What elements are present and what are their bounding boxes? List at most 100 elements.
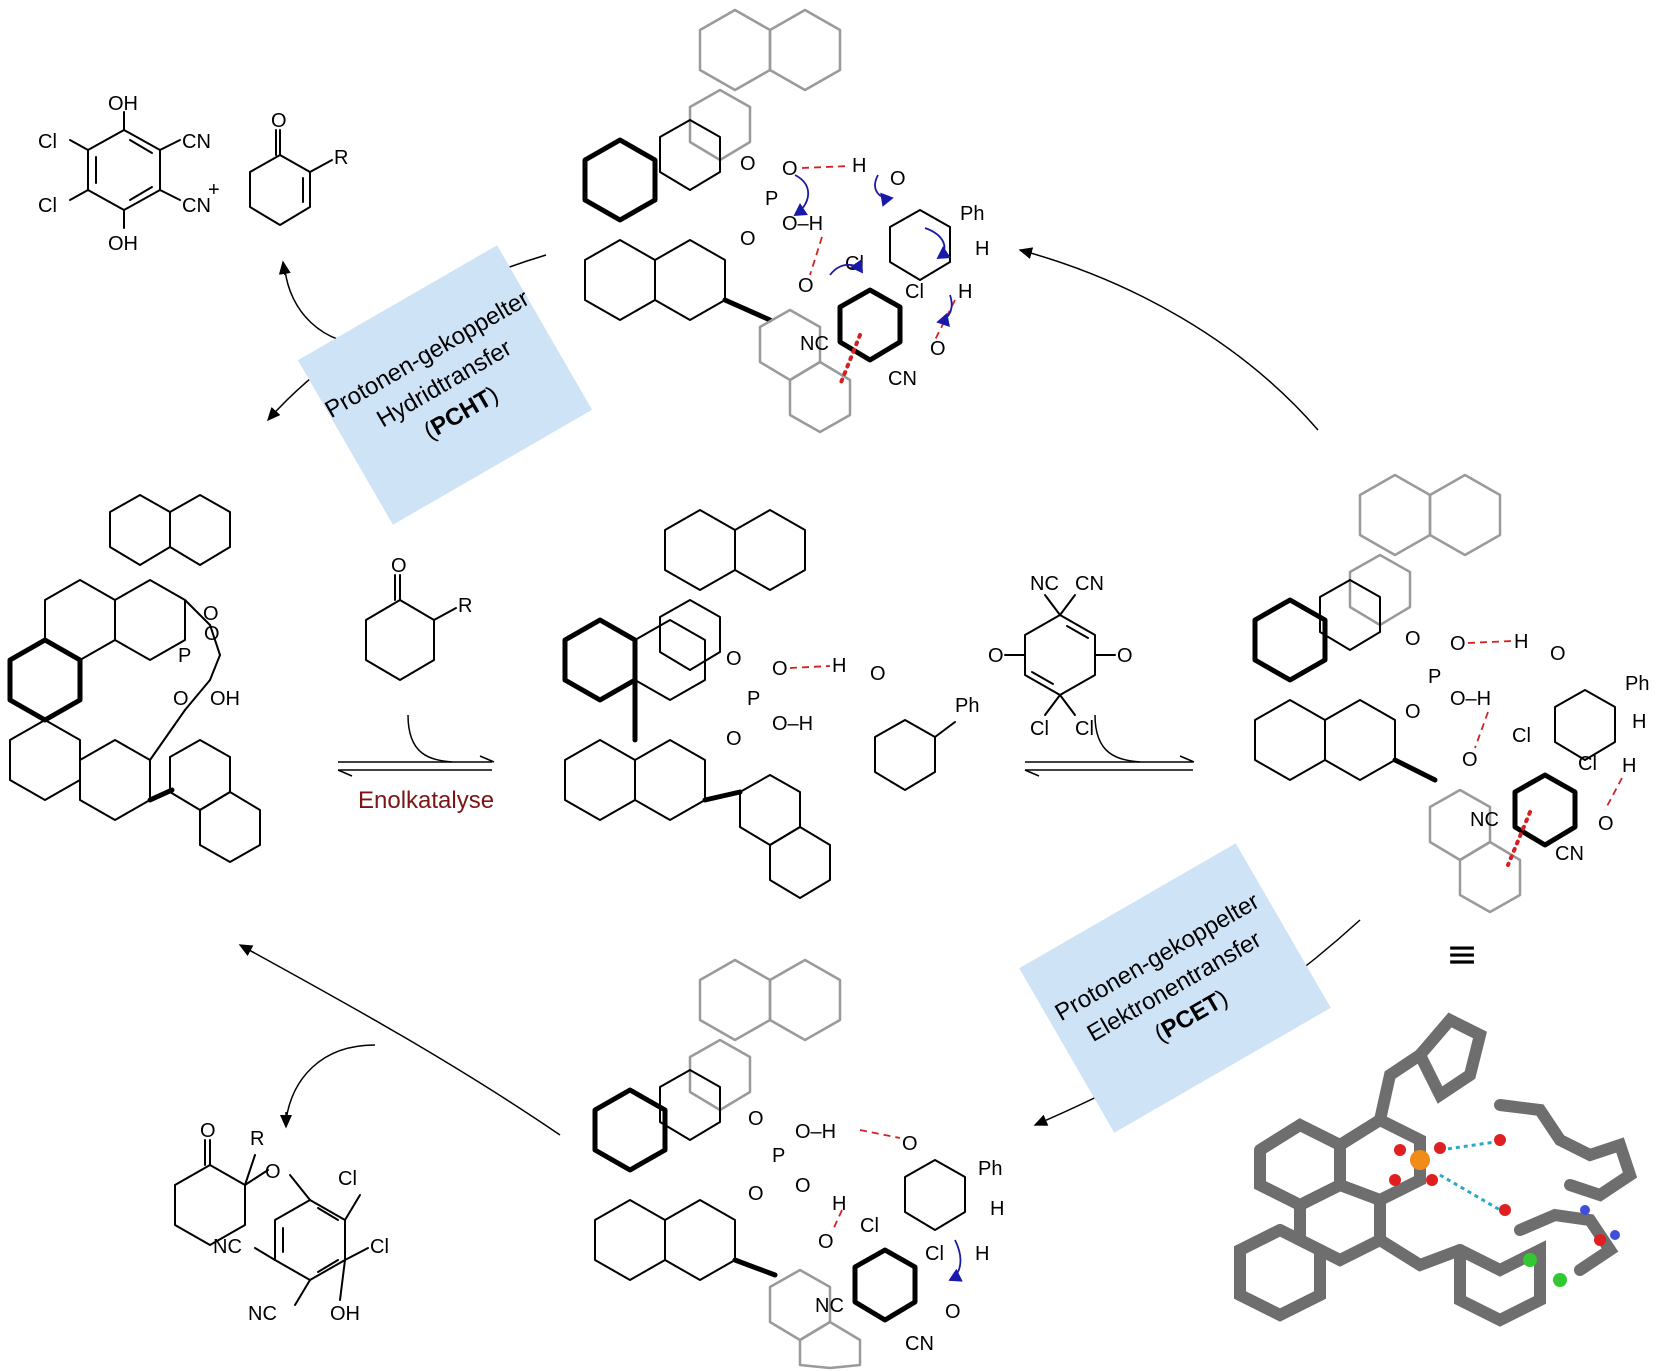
svg-text:O: O <box>200 1120 216 1142</box>
svg-text:O: O <box>203 603 219 625</box>
svg-text:H: H <box>1622 755 1636 777</box>
equilibrium-right <box>1024 714 1195 777</box>
enol-catalysis-label: Enolkatalyse <box>358 787 494 814</box>
svg-text:Cl: Cl <box>1030 718 1049 740</box>
svg-text:H: H <box>1514 631 1528 653</box>
svg-text:O: O <box>902 1133 918 1155</box>
equilibrium-left <box>337 714 495 777</box>
svg-text:P: P <box>772 1145 785 1167</box>
svg-text:CN: CN <box>182 195 211 217</box>
svg-text:Ph: Ph <box>960 203 984 225</box>
svg-text:O: O <box>1550 643 1566 665</box>
svg-text:O–H: O–H <box>795 1121 836 1143</box>
charge-transfer-complex: O O P O O–H H O Ph H H O Cl Cl NC CN O <box>1252 473 1649 914</box>
catalyst-enol-complex: O O P O O–H H O Ph <box>562 509 979 899</box>
svg-text:O: O <box>1405 701 1421 723</box>
svg-text:Cl: Cl <box>338 1168 357 1190</box>
pcht-label-box: Protonen-gekoppelter Hydridtransfer (PCH… <box>297 245 593 525</box>
svg-text:NC: NC <box>213 1236 242 1258</box>
svg-text:P: P <box>747 688 760 710</box>
svg-text:O: O <box>740 153 756 175</box>
svg-text:OH: OH <box>210 688 240 710</box>
svg-text:Cl: Cl <box>38 195 57 217</box>
pcht-transition-complex: O O P O O–H H O Ph H H O Cl Cl NC CN O <box>582 8 989 434</box>
svg-text:H: H <box>958 281 972 303</box>
svg-text:CN: CN <box>182 131 211 153</box>
svg-text:O: O <box>726 648 742 670</box>
free-catalyst: O O P O OH <box>7 494 261 863</box>
svg-text:O: O <box>890 168 906 190</box>
svg-text:P: P <box>1428 666 1441 688</box>
svg-text:NC: NC <box>1030 573 1059 595</box>
svg-text:CN: CN <box>888 368 917 390</box>
plus-sign: + <box>208 179 220 201</box>
svg-text:O–H: O–H <box>1450 688 1491 710</box>
svg-text:H: H <box>975 238 989 260</box>
svg-text:P: P <box>178 645 191 667</box>
svg-text:O: O <box>740 228 756 250</box>
ddq-reagent: NC CN O O Cl Cl <box>988 573 1133 740</box>
svg-text:O: O <box>818 1231 834 1253</box>
cyclohexenone-product: O R <box>249 110 348 226</box>
svg-text:O: O <box>1450 633 1466 655</box>
svg-text:OH: OH <box>108 93 138 115</box>
svg-text:O: O <box>772 658 788 680</box>
svg-text:O: O <box>782 158 798 180</box>
svg-text:O: O <box>748 1183 764 1205</box>
svg-text:Cl: Cl <box>1512 725 1531 747</box>
svg-text:O: O <box>1598 813 1614 835</box>
svg-text:O: O <box>945 1301 961 1323</box>
svg-text:CN: CN <box>1075 573 1104 595</box>
svg-text:NC: NC <box>800 333 829 355</box>
svg-text:Ph: Ph <box>955 695 979 717</box>
svg-text:O: O <box>795 1175 811 1197</box>
svg-text:H: H <box>832 655 846 677</box>
svg-text:NC: NC <box>248 1303 277 1325</box>
svg-text:CN: CN <box>905 1333 934 1355</box>
svg-text:H: H <box>1632 711 1646 733</box>
svg-text:Cl: Cl <box>38 131 57 153</box>
svg-text:NC: NC <box>1470 809 1499 831</box>
svg-text:Cl: Cl <box>1075 718 1094 740</box>
svg-text:OH: OH <box>108 233 138 255</box>
svg-text:O–H: O–H <box>782 213 823 235</box>
svg-text:Cl: Cl <box>1578 753 1597 775</box>
svg-text:O: O <box>1405 628 1421 650</box>
svg-text:O: O <box>391 555 407 577</box>
pcet-label-box: Protonen-gekoppelter Elektronentransfer … <box>1019 843 1331 1133</box>
svg-text:O: O <box>1462 749 1478 771</box>
svg-text:O–H: O–H <box>772 713 813 735</box>
svg-text:P: P <box>765 188 778 210</box>
svg-text:R: R <box>250 1128 264 1150</box>
svg-text:NC: NC <box>815 1295 844 1317</box>
svg-text:H: H <box>832 1193 846 1215</box>
svg-text:R: R <box>334 147 348 169</box>
svg-text:O: O <box>204 623 220 645</box>
coupling-product: O R O Cl Cl NC NC OH <box>174 1120 389 1325</box>
svg-text:O: O <box>726 728 742 750</box>
svg-text:Cl: Cl <box>860 1215 879 1237</box>
svg-text:O: O <box>265 1161 281 1183</box>
svg-text:H: H <box>975 1243 989 1265</box>
svg-text:O: O <box>1117 645 1133 667</box>
pcet-radical-complex: O O P O–H O H O Ph H H O Cl Cl NC CN O <box>592 958 1004 1370</box>
svg-text:Cl: Cl <box>925 1243 944 1265</box>
svg-text:O: O <box>930 338 946 360</box>
svg-text:Ph: Ph <box>1625 673 1649 695</box>
svg-text:O: O <box>798 275 814 297</box>
svg-text:OH: OH <box>330 1303 360 1325</box>
svg-text:Cl: Cl <box>905 281 924 303</box>
svg-text:H: H <box>990 1198 1004 1220</box>
svg-text:CN: CN <box>1555 843 1584 865</box>
equivalence-symbol: ≡ <box>1446 932 1478 976</box>
svg-text:O: O <box>870 663 886 685</box>
svg-text:H: H <box>852 155 866 177</box>
svg-text:O: O <box>988 645 1004 667</box>
svg-text:Cl: Cl <box>370 1236 389 1258</box>
svg-text:Ph: Ph <box>978 1158 1002 1180</box>
svg-text:O: O <box>271 110 287 132</box>
3d-molecular-model <box>1234 1012 1638 1327</box>
cyclohexanone-reagent: O R <box>365 555 472 681</box>
svg-text:R: R <box>458 595 472 617</box>
